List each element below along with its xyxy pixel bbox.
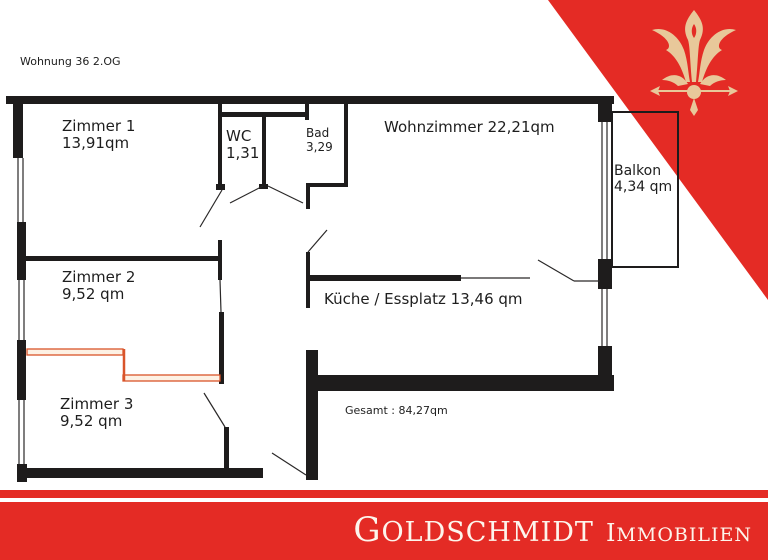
room-area: 3,29 bbox=[306, 139, 333, 154]
room-balkon: Balkon 4,34 qm bbox=[614, 163, 672, 195]
wall-bad-door-jamb bbox=[306, 183, 310, 209]
wall-top bbox=[6, 96, 614, 104]
room-name: Bad bbox=[306, 126, 330, 140]
door-wohnzimmer bbox=[307, 229, 328, 253]
room-name: Zimmer 2 bbox=[62, 268, 136, 286]
wall-kitchen-bottom bbox=[312, 375, 614, 391]
wall-right-bottom bbox=[598, 346, 612, 390]
wall-post-wc bbox=[216, 184, 225, 190]
fleur-de-lis-icon bbox=[650, 10, 738, 116]
apartment-label: Wohnung 36 2.OG bbox=[20, 55, 121, 68]
brand-name: GOLDSCHMIDT IMMOBILIEN bbox=[353, 510, 752, 550]
room-area: 13,91qm bbox=[62, 134, 130, 153]
brand-footer: GOLDSCHMIDT IMMOBILIEN bbox=[0, 502, 768, 560]
brand-corner-banner bbox=[548, 0, 768, 300]
wall-left-mid2 bbox=[17, 340, 26, 400]
room-area: 4,34 qm bbox=[614, 179, 673, 196]
wall-zimmer2-right-upper bbox=[218, 240, 222, 280]
door-zimmer3 bbox=[203, 392, 226, 428]
wall-kitchen-top bbox=[308, 275, 461, 281]
wall-wc-bad-divider bbox=[262, 112, 266, 186]
room-wohnzimmer: Wohnzimmer 22,21qm bbox=[384, 118, 555, 136]
wall-zimmer3-right bbox=[224, 427, 229, 472]
room-name: Zimmer 1 bbox=[62, 117, 136, 135]
room-wc: WC 1,31 bbox=[226, 127, 260, 163]
room-zimmer3: Zimmer 3 9,52 qm bbox=[60, 395, 134, 431]
room-bad: Bad 3,29 bbox=[306, 126, 333, 155]
wall-bad-right bbox=[344, 96, 348, 186]
room-area: 9,52 qm bbox=[60, 412, 123, 431]
wall-left-mid1 bbox=[17, 222, 26, 280]
brand-suffix: IMMOBILIEN bbox=[605, 519, 752, 547]
wall-bad-bottom bbox=[306, 183, 348, 187]
wall-zimmer2-top bbox=[22, 256, 222, 261]
wall-right-mid bbox=[598, 259, 612, 289]
door-entrance bbox=[271, 452, 307, 476]
balkon-outline bbox=[611, 111, 679, 268]
brand-company: GOLDSCHMIDT bbox=[353, 510, 594, 550]
total-area-label: Gesamt : 84,27qm bbox=[345, 404, 448, 417]
room-kueche: Küche / Essplatz 13,46 qm bbox=[324, 290, 523, 308]
door-bad bbox=[267, 185, 304, 204]
room-area: 1,31 bbox=[226, 144, 260, 163]
door-wc bbox=[229, 185, 264, 204]
wall-bad-stub bbox=[305, 96, 309, 120]
room-zimmer2: Zimmer 2 9,52 qm bbox=[62, 268, 136, 304]
wall-post-bad bbox=[259, 184, 268, 189]
room-name: Zimmer 3 bbox=[60, 395, 134, 413]
door-zimmer1 bbox=[199, 189, 223, 228]
door-balkon bbox=[537, 259, 575, 282]
room-name: WC bbox=[226, 127, 252, 145]
room-name: Balkon bbox=[614, 163, 662, 179]
wall-zimmer2-right-lower bbox=[219, 312, 224, 384]
room-zimmer1: Zimmer 1 13,91qm bbox=[62, 117, 136, 153]
wall-left-upper bbox=[13, 96, 23, 158]
wall-bottom-left bbox=[17, 468, 263, 478]
wall-zimmer1-right bbox=[218, 96, 222, 186]
wall-right-top bbox=[598, 96, 612, 122]
room-area: 9,52 qm bbox=[62, 285, 125, 304]
footer-stripe bbox=[0, 490, 768, 498]
